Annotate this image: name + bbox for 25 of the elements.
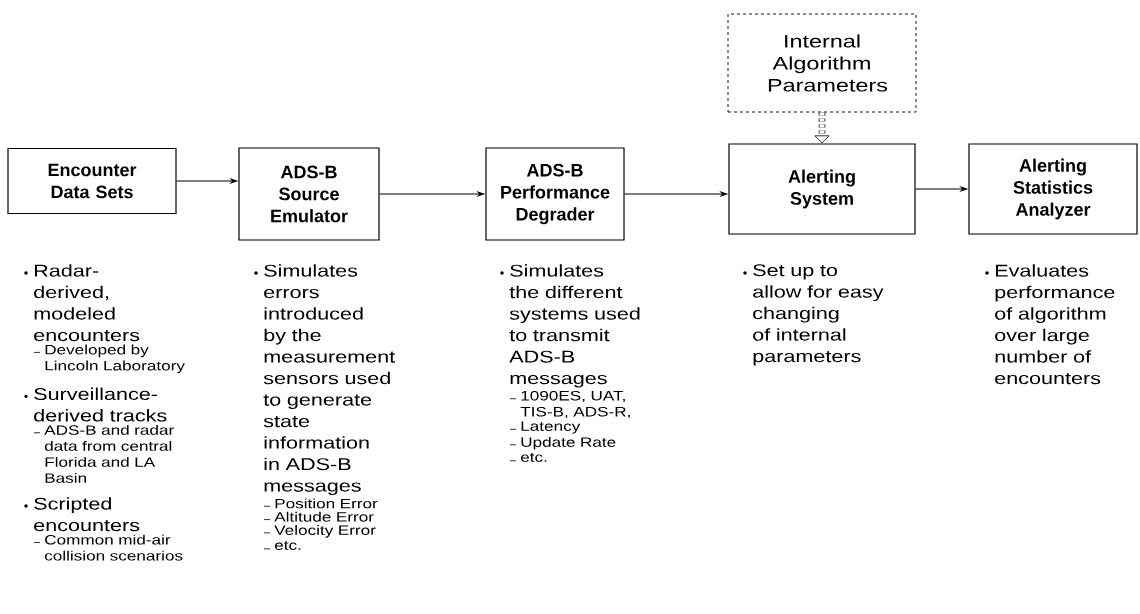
sub-bullet-item: Velocity Error (274, 525, 376, 538)
process-box: ADS-B Source Emulator (238, 147, 380, 241)
sub-bullet-item: ADS-B and radar data from central Florida and LA Basin (44, 424, 174, 483)
sub-bullet-item: Altitude Error (274, 511, 374, 522)
bullet-item: Radar-derived, modeled encounters (34, 264, 140, 342)
hollow-arrow (814, 112, 830, 144)
bullet-item: Set up to allow for easy changing of internal parameters (753, 264, 884, 366)
sub-bullet-item: Update Rate (521, 437, 616, 450)
sub-bullet-item: Developed by Lincoln Laboratory (45, 344, 185, 374)
bullet-item: Surveillance-derived tracks (34, 387, 167, 422)
bullet-item: Scripted encounters (34, 497, 140, 532)
bullet-item: Simulates the different systems used to transmit ADS-B messages (509, 264, 640, 388)
sub-bullet-item: Common mid-air collision scenarios (44, 534, 183, 561)
bullet-item: Simulates errors introduced by the measurement sensors used to generate state information in ADS-B messages (263, 264, 395, 496)
process-box: Encounter Data Sets (7, 147, 177, 215)
process-box: Alerting System (728, 143, 916, 235)
sub-bullet-item: Latency (521, 421, 581, 434)
sub-bullet-item: Position Error (275, 498, 378, 509)
sub-bullet-item: etc. (274, 541, 301, 550)
input-box: Internal Algorithm Parameters (727, 13, 917, 113)
sub-bullet-item: 1090ES, UAT, TIS-B, ADS-R, (520, 390, 630, 419)
bullet-item: Evaluates performance of algorithm over large number of encounters (995, 264, 1115, 385)
sub-bullet-item: etc. (520, 452, 547, 462)
process-box: Alerting Statistics Analyzer (968, 143, 1138, 235)
process-box: ADS-B Performance Degrader (485, 147, 625, 241)
